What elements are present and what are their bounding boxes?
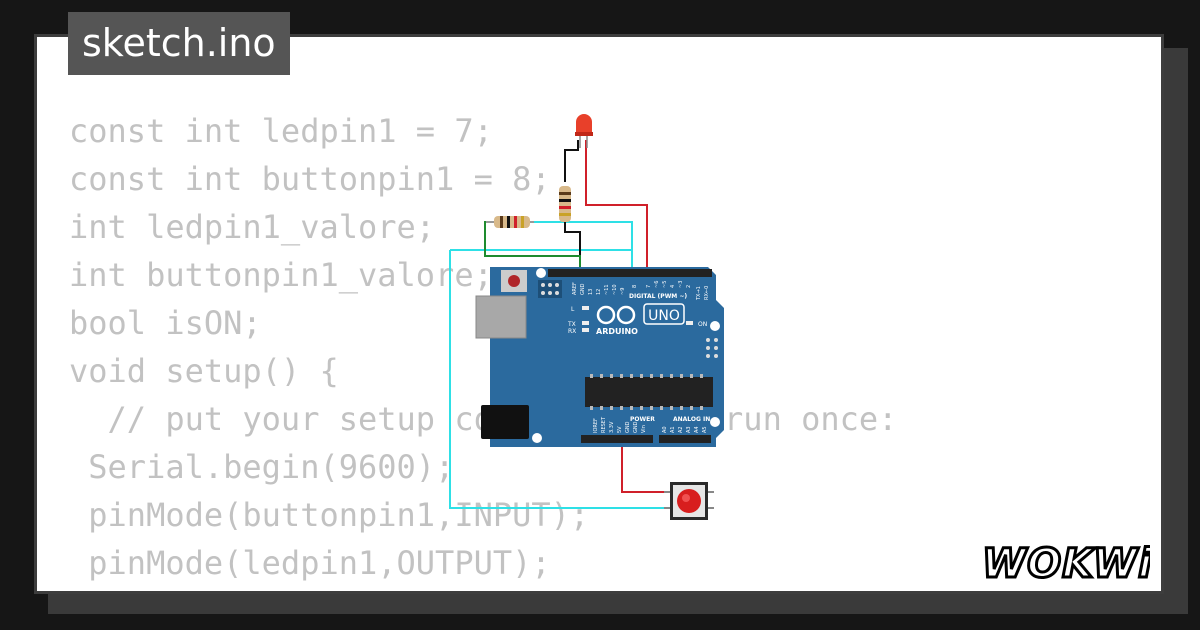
pin-labels: AREF GND 13 12 ~11 ~10 ~9 8 7 ~6 ~5 4 ~3… bbox=[572, 281, 710, 433]
pin-label: GND bbox=[580, 283, 586, 295]
filename-tab[interactable]: sketch.ino bbox=[68, 12, 290, 75]
pin-label: A2 bbox=[678, 426, 684, 433]
pin-label: A4 bbox=[694, 426, 700, 433]
code-line: void setup() { bbox=[69, 352, 339, 390]
pin-label: ~9 bbox=[620, 288, 626, 295]
pin-label: 2 bbox=[686, 285, 692, 288]
usb-port bbox=[475, 295, 527, 339]
resistor-vertical[interactable] bbox=[559, 186, 571, 222]
power-label: POWER bbox=[630, 416, 655, 423]
power-header bbox=[581, 435, 653, 443]
circuit-diagram: UNO ARDUINO DIGITAL (PWM ~) POWER ANALOG… bbox=[449, 114, 724, 520]
pin-label: ~6 bbox=[654, 281, 660, 288]
cyan-wire-2 bbox=[449, 250, 670, 509]
push-button[interactable] bbox=[664, 482, 714, 520]
l-label: L bbox=[571, 306, 575, 313]
code-line: pinMode(buttonpin1,INPUT); bbox=[69, 496, 590, 534]
pin-label: Vin bbox=[641, 425, 647, 433]
digital-header bbox=[548, 269, 712, 277]
code-line: const int ledpin1 = 7; bbox=[69, 112, 493, 150]
pin-label: ~11 bbox=[604, 284, 610, 295]
black-wire-2 bbox=[564, 222, 581, 275]
code-line: Serial.begin(9600); bbox=[69, 448, 455, 486]
logo-text: WOKWi bbox=[982, 541, 1150, 585]
red-wire-led bbox=[585, 140, 648, 275]
tx-label: TX bbox=[567, 321, 576, 328]
wokwi-logo: WOKWi bbox=[981, 540, 1151, 586]
microcontroller-chip bbox=[585, 377, 713, 407]
analog-header bbox=[659, 435, 711, 443]
wires bbox=[449, 140, 670, 509]
pin-label: A3 bbox=[686, 426, 692, 433]
pin-label: A0 bbox=[662, 426, 668, 433]
pin-label: 7 bbox=[646, 285, 652, 288]
red-wire-button bbox=[621, 440, 670, 493]
pin-label: RX←0 bbox=[704, 286, 710, 300]
rx-label: RX bbox=[568, 328, 576, 335]
pin-label: ~5 bbox=[662, 281, 668, 288]
pin-label: A1 bbox=[670, 426, 676, 433]
pin-label: 8 bbox=[632, 285, 638, 288]
pin-label: TX→1 bbox=[696, 286, 702, 301]
pin-label: AREF bbox=[572, 282, 578, 295]
arduino-logo bbox=[596, 305, 636, 325]
code-line: pinMode(ledpin1,OUTPUT); bbox=[69, 544, 551, 582]
power-jack bbox=[481, 405, 529, 439]
pin-label: RESET bbox=[601, 416, 607, 433]
pin-label: ~10 bbox=[612, 284, 618, 295]
digital-label: DIGITAL (PWM ~) bbox=[629, 293, 687, 300]
led[interactable] bbox=[575, 114, 593, 148]
arduino-uno-board[interactable]: UNO ARDUINO DIGITAL (PWM ~) POWER ANALOG… bbox=[475, 267, 724, 447]
analog-label: ANALOG IN bbox=[673, 416, 710, 423]
code-line: bool isON; bbox=[69, 304, 262, 342]
pin-label: 5V bbox=[617, 426, 623, 433]
code-line: int buttonpin1_valore; bbox=[69, 256, 493, 294]
pin-label: GND bbox=[625, 421, 631, 433]
pin-label: 4 bbox=[670, 285, 676, 288]
black-wire bbox=[564, 140, 579, 182]
pin-label: ~3 bbox=[678, 281, 684, 288]
pin-label: 13 bbox=[588, 289, 594, 295]
resistor-horizontal[interactable] bbox=[486, 216, 534, 228]
pin-label: GND bbox=[633, 421, 639, 433]
pin-label: IOREF bbox=[593, 418, 599, 433]
code-line: const int buttonpin1 = 8; bbox=[69, 160, 551, 198]
pin-label: 12 bbox=[596, 289, 602, 295]
pin-label: A5 bbox=[702, 426, 708, 433]
board-model: UNO bbox=[648, 308, 680, 324]
board-brand: ARDUINO bbox=[596, 327, 638, 336]
on-label: ON bbox=[698, 321, 707, 328]
code-line: int ledpin1_valore; bbox=[69, 208, 436, 246]
pin-label: 3.3V bbox=[609, 421, 615, 433]
